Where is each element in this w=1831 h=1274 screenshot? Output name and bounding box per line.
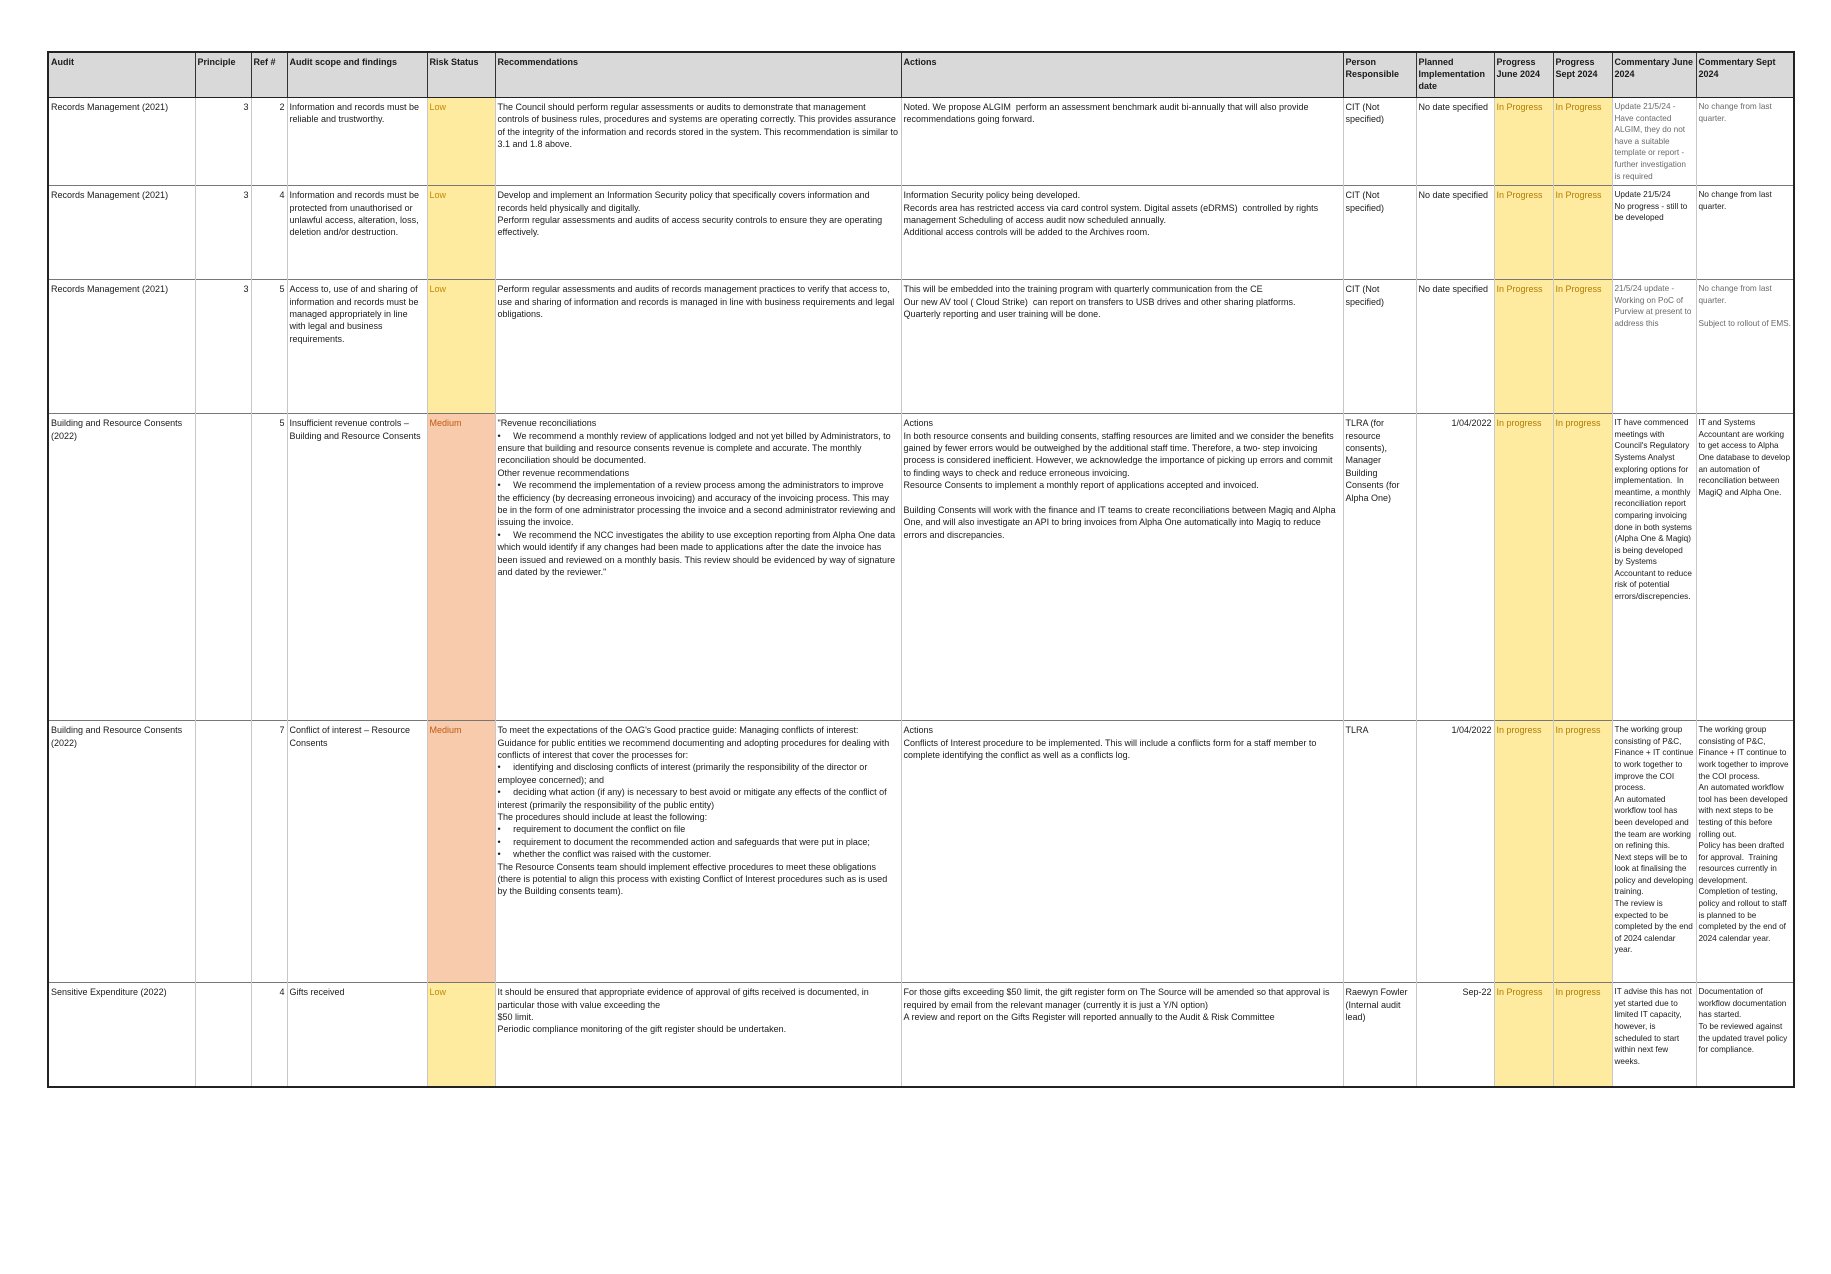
planned-date-cell: No date specified	[1415, 96, 1495, 186]
planned-date-cell: Sep-22	[1415, 982, 1495, 1087]
recommendations-cell: Develop and implement an Information Sec…	[494, 185, 902, 280]
col-ref-header: Ref #	[250, 51, 288, 98]
col-recommendations-header: Recommendations	[494, 51, 902, 98]
planned-date-cell: 1/04/2022	[1415, 413, 1495, 721]
ref-cell: 2	[250, 96, 288, 186]
person-cell: TLRA	[1342, 720, 1417, 983]
planned-date-cell: No date specified	[1415, 279, 1495, 414]
actions-cell: This will be embedded into the training …	[900, 279, 1344, 414]
progress-sept-cell: In Progress	[1552, 96, 1613, 186]
recommendations-cell: It should be ensured that appropriate ev…	[494, 982, 902, 1087]
progress-june-cell: In Progress	[1493, 982, 1554, 1087]
person-cell: CIT (Not specified)	[1342, 96, 1417, 186]
progress-june-cell: In progress	[1493, 720, 1554, 983]
recommendations-cell: Perform regular assessments and audits o…	[494, 279, 902, 414]
recommendations-cell: The Council should perform regular asses…	[494, 96, 902, 186]
col-risk-header: Risk Status	[426, 51, 496, 98]
col-audit-header: Audit	[47, 51, 196, 98]
progress-june-cell: In Progress	[1493, 96, 1554, 186]
principle-cell	[194, 413, 252, 721]
risk-status-cell: Low	[426, 982, 496, 1087]
principle-cell: 3	[194, 279, 252, 414]
person-cell: Raewyn Fowler (Internal audit lead)	[1342, 982, 1417, 1087]
ref-cell: 7	[250, 720, 288, 983]
table-row: Records Management (2021) 3 5 Access to,…	[47, 279, 1795, 414]
risk-status-cell: Medium	[426, 720, 496, 983]
commentary-sept-cell: No change from last quarter.	[1695, 96, 1795, 186]
table-row: Building and Resource Consents (2022) 5 …	[47, 413, 1795, 721]
commentary-sept-cell: No change from last quarter. Subject to …	[1695, 279, 1795, 414]
actions-cell: Actions Conflicts of Interest procedure …	[900, 720, 1344, 983]
risk-status-cell: Medium	[426, 413, 496, 721]
commentary-june-cell: Update 21/5/24 - Have contacted ALGIM, t…	[1611, 96, 1697, 186]
risk-status-cell: Low	[426, 185, 496, 280]
scope-cell: Information and records must be protecte…	[286, 185, 428, 280]
table-row: Records Management (2021) 3 4 Informatio…	[47, 185, 1795, 280]
commentary-sept-cell: IT and Systems Accountant are working to…	[1695, 413, 1795, 721]
commentary-june-cell: The working group consisting of P&C, Fin…	[1611, 720, 1697, 983]
progress-june-cell: In Progress	[1493, 279, 1554, 414]
principle-cell: 3	[194, 185, 252, 280]
commentary-june-cell: Update 21/5/24 No progress - still to be…	[1611, 185, 1697, 280]
table-row: Records Management (2021) 3 2 Informatio…	[47, 96, 1795, 186]
person-cell: TLRA (for resource consents), Manager Bu…	[1342, 413, 1417, 721]
recommendations-cell: To meet the expectations of the OAG's Go…	[494, 720, 902, 983]
person-cell: CIT (Not specified)	[1342, 185, 1417, 280]
commentary-sept-cell: Documentation of workflow documentation …	[1695, 982, 1795, 1087]
ref-cell: 4	[250, 982, 288, 1087]
commentary-sept-cell: The working group consisting of P&C, Fin…	[1695, 720, 1795, 983]
col-planned-header: Planned Implementation date	[1415, 51, 1495, 98]
planned-date-cell: 1/04/2022	[1415, 720, 1495, 983]
col-principle-header: Principle	[194, 51, 252, 98]
scope-cell: Access to, use of and sharing of informa…	[286, 279, 428, 414]
col-actions-header: Actions	[900, 51, 1344, 98]
person-cell: CIT (Not specified)	[1342, 279, 1417, 414]
scope-cell: Conflict of interest – Resource Consents	[286, 720, 428, 983]
risk-status-cell: Low	[426, 96, 496, 186]
scope-cell: Information and records must be reliable…	[286, 96, 428, 186]
progress-june-cell: In progress	[1493, 413, 1554, 721]
progress-sept-cell: In Progress	[1552, 279, 1613, 414]
col-prog-sept-header: Progress Sept 2024	[1552, 51, 1613, 98]
commentary-june-cell: 21/5/24 update - Working on PoC of Purvi…	[1611, 279, 1697, 414]
audit-cell: Building and Resource Consents (2022)	[47, 413, 196, 721]
progress-sept-cell: In progress	[1552, 413, 1613, 721]
table-row: Building and Resource Consents (2022) 7 …	[47, 720, 1795, 983]
ref-cell: 5	[250, 413, 288, 721]
audit-cell: Records Management (2021)	[47, 185, 196, 280]
commentary-june-cell: IT advise this has not yet started due t…	[1611, 982, 1697, 1087]
actions-cell: Actions In both resource consents and bu…	[900, 413, 1344, 721]
actions-cell: Information Security policy being develo…	[900, 185, 1344, 280]
progress-sept-cell: In progress	[1552, 982, 1613, 1087]
recommendations-cell: "Revenue reconciliations • We recommend …	[494, 413, 902, 721]
risk-status-cell: Low	[426, 279, 496, 414]
actions-cell: Noted. We propose ALGIM perform an asses…	[900, 96, 1344, 186]
commentary-sept-cell: No change from last quarter.	[1695, 185, 1795, 280]
ref-cell: 5	[250, 279, 288, 414]
table-row: Sensitive Expenditure (2022) 4 Gifts rec…	[47, 982, 1795, 1087]
col-person-header: Person Responsible	[1342, 51, 1417, 98]
principle-cell	[194, 982, 252, 1087]
audit-cell: Sensitive Expenditure (2022)	[47, 982, 196, 1087]
audit-actions-table: Audit Principle Ref # Audit scope and fi…	[47, 51, 1795, 1088]
scope-cell: Insufficient revenue controls – Building…	[286, 413, 428, 721]
audit-cell: Records Management (2021)	[47, 279, 196, 414]
ref-cell: 4	[250, 185, 288, 280]
scope-cell: Gifts received	[286, 982, 428, 1087]
col-scope-header: Audit scope and findings	[286, 51, 428, 98]
col-comm-june-header: Commentary June 2024	[1611, 51, 1697, 98]
principle-cell	[194, 720, 252, 983]
audit-cell: Records Management (2021)	[47, 96, 196, 186]
progress-sept-cell: In progress	[1552, 720, 1613, 983]
commentary-june-cell: IT have commenced meetings with Council'…	[1611, 413, 1697, 721]
progress-june-cell: In Progress	[1493, 185, 1554, 280]
col-prog-june-header: Progress June 2024	[1493, 51, 1554, 98]
audit-cell: Building and Resource Consents (2022)	[47, 720, 196, 983]
principle-cell: 3	[194, 96, 252, 186]
header-row: Audit Principle Ref # Audit scope and fi…	[47, 51, 1795, 98]
actions-cell: For those gifts exceeding $50 limit, the…	[900, 982, 1344, 1087]
planned-date-cell: No date specified	[1415, 185, 1495, 280]
progress-sept-cell: In Progress	[1552, 185, 1613, 280]
col-comm-sept-header: Commentary Sept 2024	[1695, 51, 1795, 98]
